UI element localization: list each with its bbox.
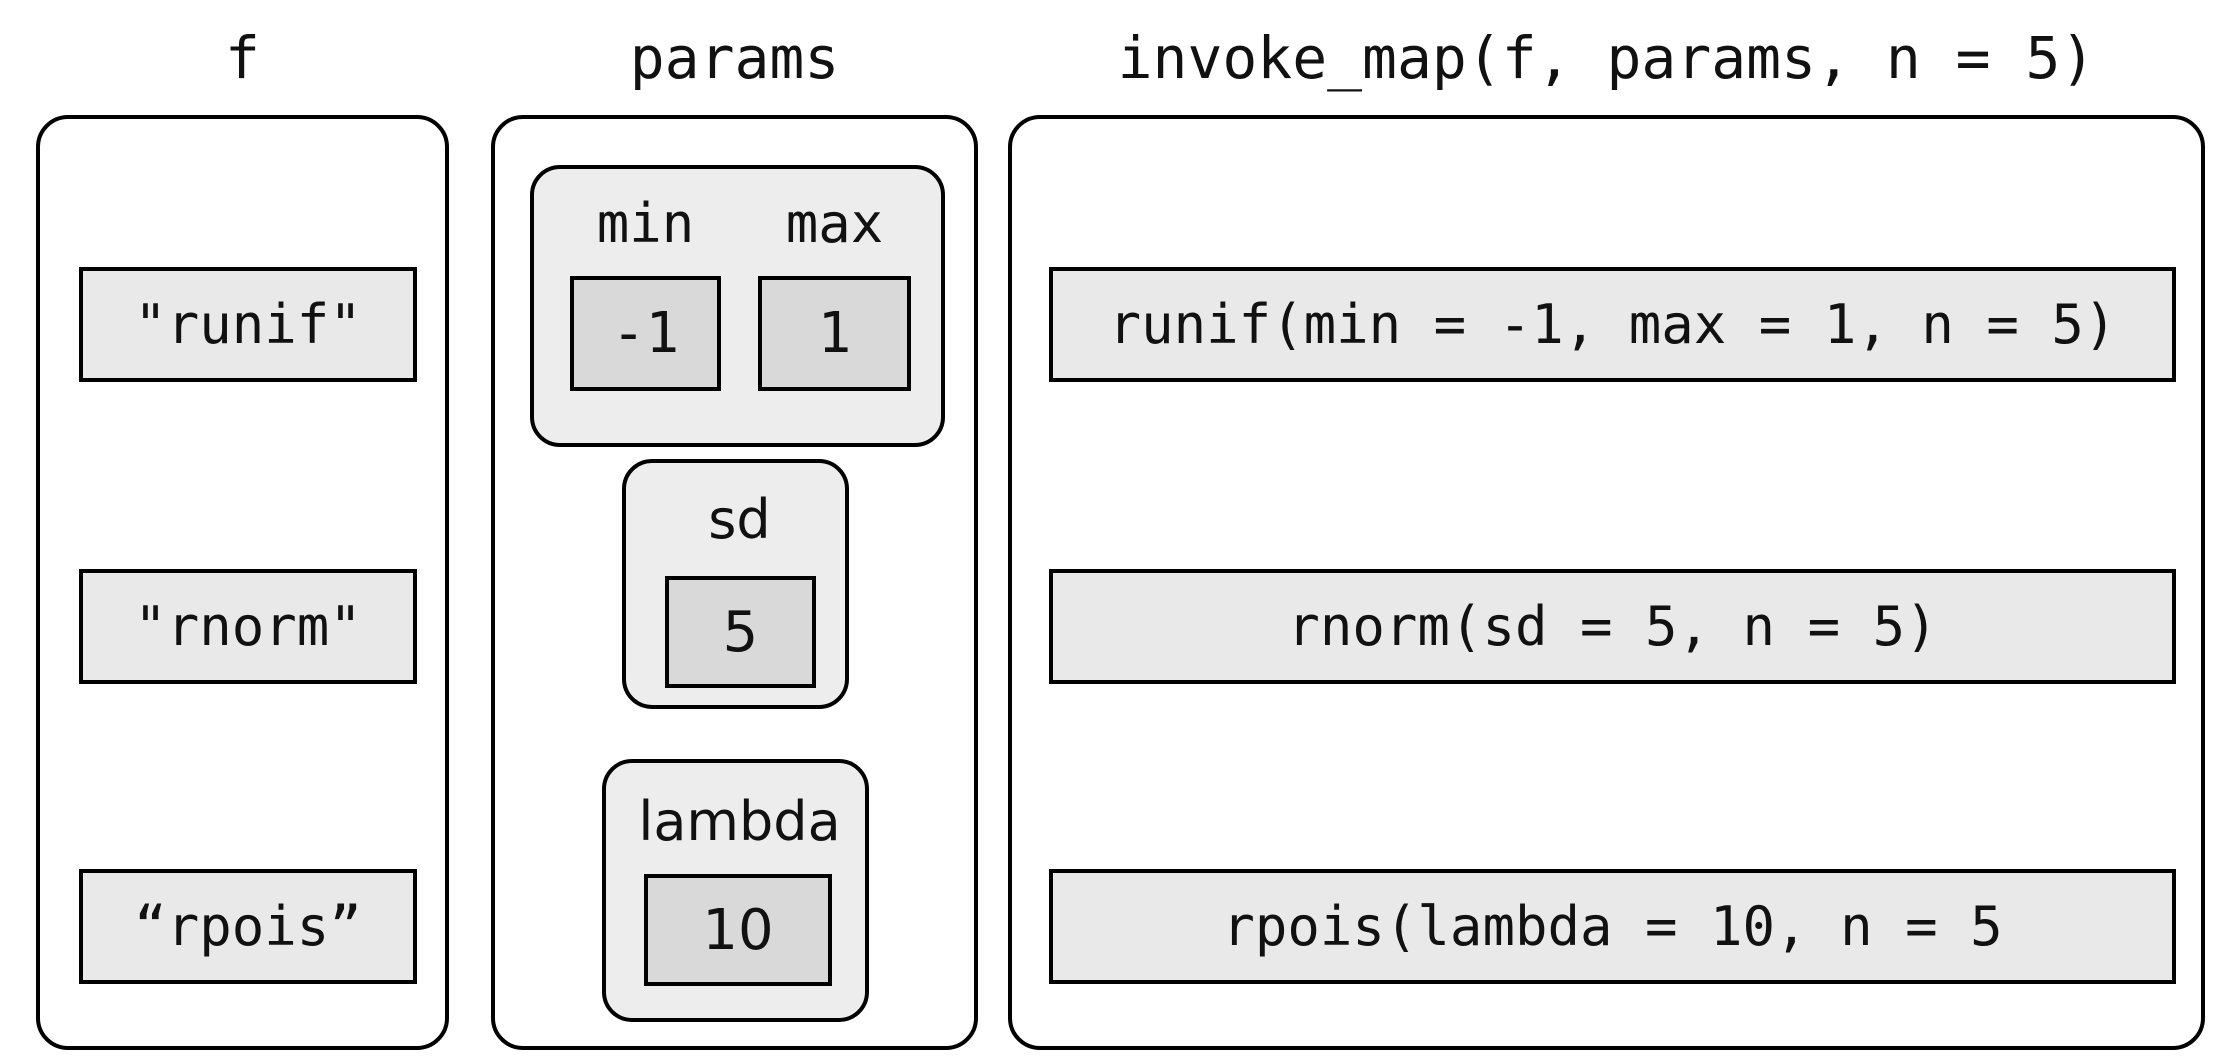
param-label-sd: sd xyxy=(708,487,771,551)
param-value-sd: 5 xyxy=(665,576,816,688)
param-group-min-max: min max -1 1 xyxy=(530,165,945,447)
column-label-f: f xyxy=(225,24,260,92)
result-rnorm: rnorm(sd = 5, n = 5) xyxy=(1049,569,2176,684)
column-label-params: params xyxy=(629,24,840,92)
param-group-sd: sd 5 xyxy=(622,459,849,709)
param-label-max: max xyxy=(785,191,884,255)
param-group-lambda: lambda 10 xyxy=(602,759,869,1022)
result-runif: runif(min = -1, max = 1, n = 5) xyxy=(1049,267,2176,382)
f-item-rnorm: "rnorm" xyxy=(79,569,417,684)
f-item-rpois: “rpois” xyxy=(79,869,417,984)
param-value-min: -1 xyxy=(570,276,721,391)
result-rpois: rpois(lambda = 10, n = 5 xyxy=(1049,869,2176,984)
f-item-runif: "runif" xyxy=(79,267,417,382)
column-label-invoke-map: invoke_map(f, params, n = 5) xyxy=(1117,24,2096,92)
param-value-lambda: 10 xyxy=(644,874,832,986)
param-label-min: min xyxy=(596,191,695,255)
panel-f: "runif" "rnorm" “rpois” xyxy=(36,115,449,1050)
param-value-max: 1 xyxy=(758,276,911,391)
panel-params: min max -1 1 sd 5 lambda 10 xyxy=(491,115,978,1050)
param-label-lambda: lambda xyxy=(638,789,841,853)
panel-invoke-map-results: runif(min = -1, max = 1, n = 5) rnorm(sd… xyxy=(1008,115,2205,1050)
